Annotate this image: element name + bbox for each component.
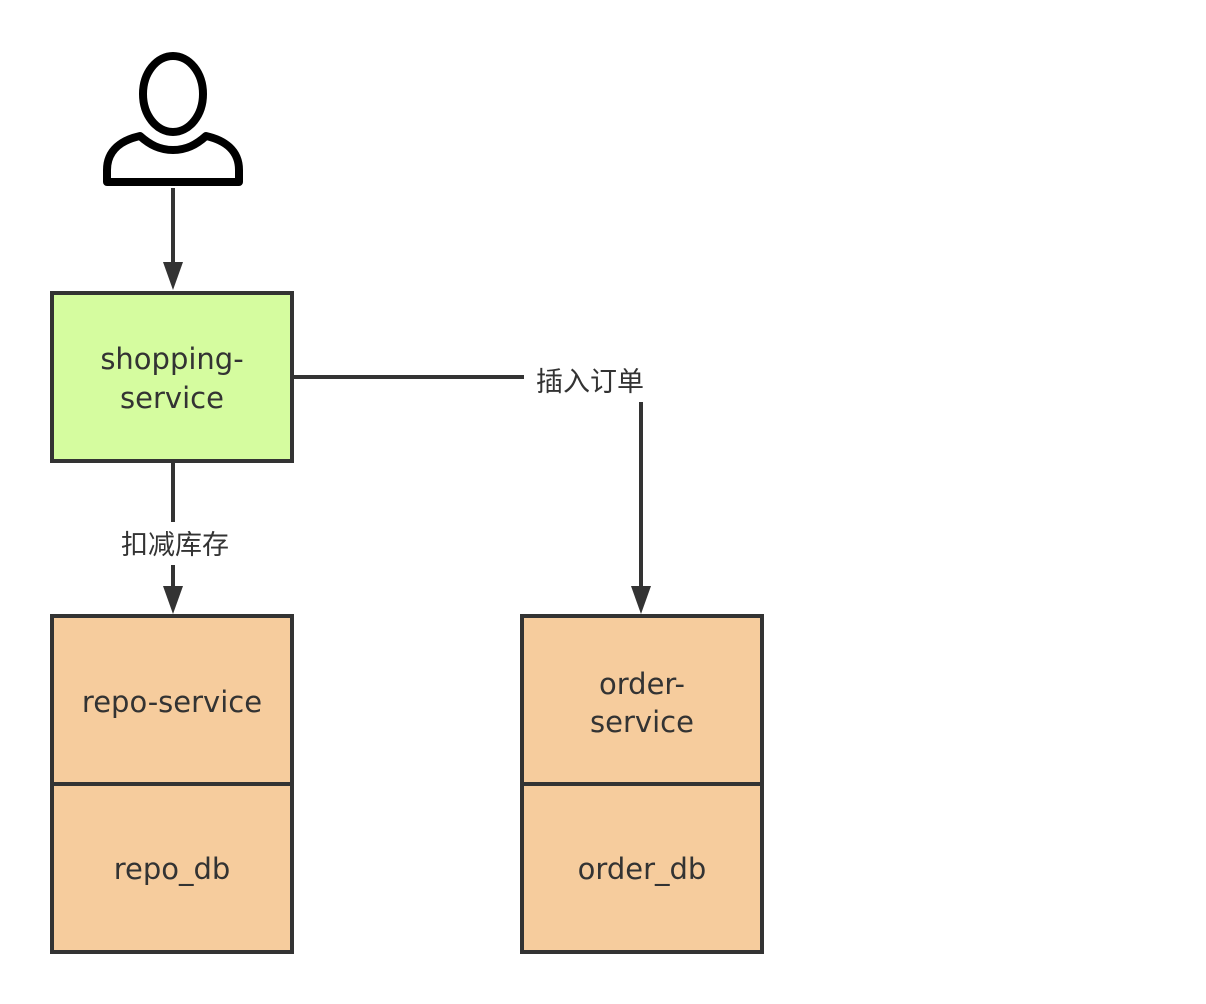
edge-shopping-to-repo: 扣减库存 <box>121 461 229 614</box>
edge-label-deduct-inventory: 扣减库存 <box>121 530 229 561</box>
order-service-label-line1: order- <box>599 667 685 701</box>
edge-shopping-to-order: 插入订单 <box>292 367 651 614</box>
repo-db-label: repo_db <box>114 852 231 886</box>
edge-label-insert-order: 插入订单 <box>536 367 644 398</box>
repo-db-node[interactable]: repo_db <box>50 782 294 954</box>
shopping-service-label-line1: shopping- <box>100 342 243 376</box>
user-icon <box>103 52 243 186</box>
shopping-service-node[interactable]: shopping- service <box>50 291 294 463</box>
order-service-label-line2: service <box>590 705 694 739</box>
shopping-service-label-line2: service <box>120 381 224 415</box>
order-db-node[interactable]: order_db <box>520 782 764 954</box>
edge-user-to-shopping <box>163 188 183 290</box>
repo-service-node[interactable]: repo-service <box>50 614 294 786</box>
order-db-label: order_db <box>578 852 707 886</box>
order-service-node[interactable]: order- service <box>520 614 764 786</box>
repo-service-label: repo-service <box>82 685 262 719</box>
